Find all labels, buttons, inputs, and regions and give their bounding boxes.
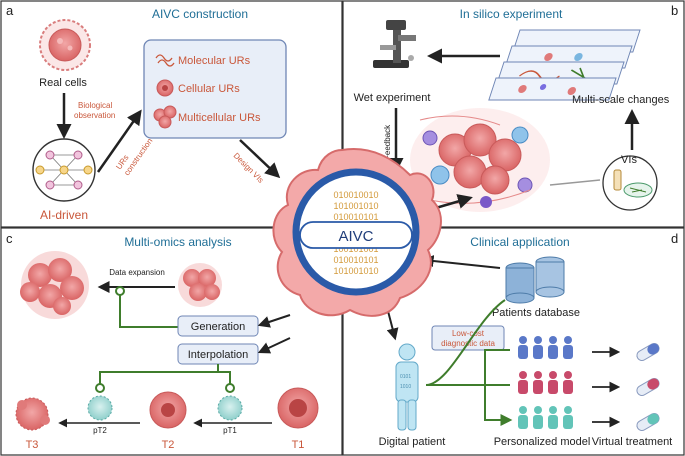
aivc-to-interpolation-arrow [257,337,291,354]
pt1-label: pT1 [223,426,237,435]
multi-scale-slides [488,29,641,101]
molecular-urs-icon [155,54,175,67]
cellular-urs-label: Cellular URs [178,83,240,95]
molecular-urs-label: Molecular URs [178,55,251,67]
urs-construction-arrow [96,109,142,173]
ai-network-icon [32,138,96,202]
panel-letter-c: c [6,231,13,246]
panel-letter-b: b [671,3,678,18]
panel-letter-a: a [6,3,14,18]
pill-icons [636,343,660,431]
multicellular-urs-icon [153,105,177,129]
ai-driven-label: AI-driven [40,208,88,222]
urs-box [143,39,287,139]
interpolation-connector [99,364,231,386]
t1-tumor-illustration [277,387,319,429]
real-cell-illustration [39,19,91,71]
biological-label-1: Biological [78,101,112,110]
design-vis-label: Design VIs [232,151,266,185]
generation-label: Generation [191,321,245,333]
panel-d-border [342,227,685,456]
personalized-model-icons [518,336,573,429]
patients-database-label: Patients database [492,307,580,319]
pt2-tumor-illustration [87,395,113,421]
expanded-tumor-illustration [20,251,89,319]
tumor-microenvironment-illustration [410,108,550,212]
binary-row: 010010010 [333,190,378,200]
vis-connector [549,179,601,186]
virtual-treatment-label: Virtual treatment [592,436,673,448]
wet-experiment-label: Wet experiment [354,92,431,104]
svg-text:1010: 1010 [400,384,411,390]
data-expansion-label: Data expansion [109,268,165,277]
binary-row: 100101001 [333,244,378,254]
low-cost-label-1: Low-cost [452,329,485,338]
aivc-pill [299,221,413,249]
vis-label: VIs [621,154,637,166]
interpolation-label: Interpolation [188,349,249,361]
biological-label-2: observation [74,111,115,120]
cellular-urs-icon [156,79,174,97]
low-cost-data-box [431,325,505,351]
feedback-label: Feedback [383,124,392,160]
panel-title-b: In silico experiment [460,7,563,21]
t2-label: T2 [162,439,175,451]
personalized-model-label: Personalized model [494,436,591,448]
panel-letter-d: d [671,231,678,246]
t2-tumor-illustration [149,391,187,429]
panel-c-border [0,227,343,456]
vis-petri-dish-icon [602,155,658,211]
pt1-tumor-illustration [217,395,243,421]
digital-patient-icon: 0101 1010 [395,343,419,431]
t3-label: T3 [26,439,39,451]
aivc-to-generation-arrow [257,314,291,328]
pt2-label: pT2 [93,426,107,435]
source-tumor-illustration [178,263,222,307]
generation-connector [119,291,178,328]
binary-row: 101001010 [333,266,378,276]
microscope-icon [373,20,416,68]
binary-row: 101001010 [333,201,378,211]
panel-a-border [0,0,343,228]
panel-b-border [342,0,685,228]
design-vis-arrow [239,139,281,179]
multicellular-urs-label: Multicellular URs [178,112,261,124]
model-branches [478,349,510,420]
panel-title-a: AIVC construction [152,7,248,21]
t3-tumor-illustration [15,397,50,431]
svg-text:0101: 0101 [400,374,411,380]
database-icon [505,256,565,304]
binary-pattern: 010010010 101001010 010010101 100101001 … [333,190,378,276]
aivc-label: AIVC [338,228,373,245]
panel-title-d: Clinical application [470,235,569,249]
database-to-aivc-arrow [421,255,501,269]
panel-title-c: Multi-omics analysis [124,235,231,249]
multi-scale-label: Multi-scale changes [572,94,670,106]
binary-row: 010010101 [333,212,378,222]
database-link [425,299,506,386]
digital-patient-label: Digital patient [379,436,446,448]
t1-label: T1 [292,439,305,451]
real-cells-label: Real cells [39,77,87,89]
binary-row: 010010101 [333,255,378,265]
